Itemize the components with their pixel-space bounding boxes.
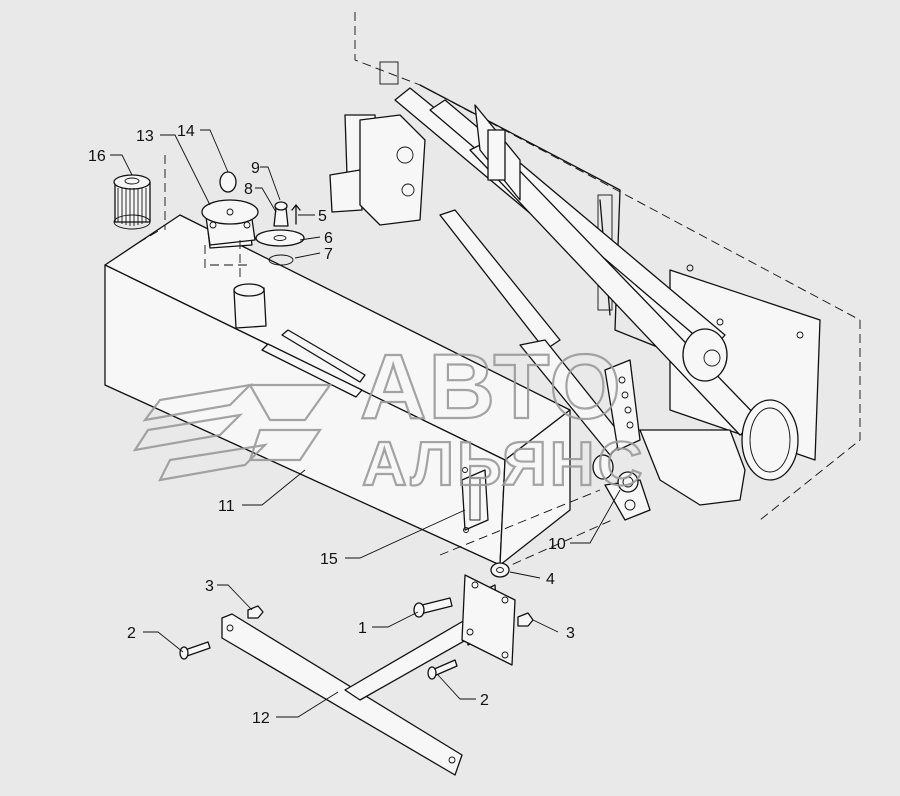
callout-14: 14 <box>177 123 195 140</box>
callout-4: 4 <box>546 571 555 588</box>
tractor-frame <box>329 12 861 521</box>
callout-5: 5 <box>318 208 327 225</box>
filter-element <box>113 174 151 230</box>
callout-11: 11 <box>218 498 235 515</box>
callout-3-left: 3 <box>205 578 214 595</box>
watermark-text-line2: АЛЬЯНС <box>362 430 645 499</box>
callout-6: 6 <box>324 230 333 247</box>
leader-lines <box>110 129 621 718</box>
callout-9: 9 <box>251 160 260 177</box>
callout-13: 13 <box>136 128 154 145</box>
callout-16: 16 <box>88 148 106 165</box>
callout-8: 8 <box>244 181 253 198</box>
mounting-bracket <box>221 489 613 776</box>
callout-3-right: 3 <box>566 625 575 642</box>
watermark-text-line1: АВТО <box>360 336 623 438</box>
callout-10: 10 <box>548 536 566 553</box>
watermark: АВТО АЛЬЯНС <box>132 335 645 500</box>
fuel-tank <box>104 155 571 566</box>
callout-1: 1 <box>358 620 367 637</box>
filler-cap-group <box>219 171 305 266</box>
callout-7: 7 <box>324 246 333 263</box>
watermark-logo <box>132 383 333 482</box>
callout-labels: 16 13 14 9 8 5 6 7 11 15 10 4 3 3 2 1 2 … <box>88 123 575 727</box>
callout-12: 12 <box>252 710 270 727</box>
callout-15: 15 <box>320 551 338 568</box>
fasteners <box>179 562 534 680</box>
callout-2-left: 2 <box>127 625 136 642</box>
callout-2-right: 2 <box>480 692 489 709</box>
